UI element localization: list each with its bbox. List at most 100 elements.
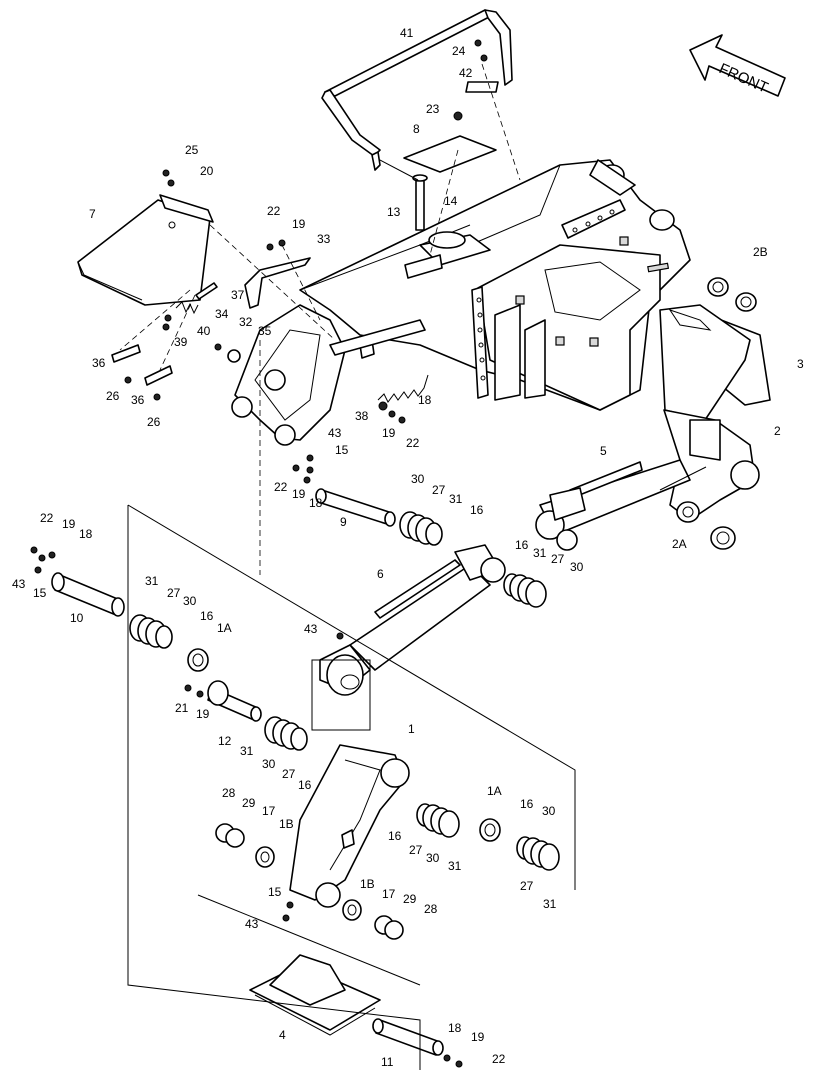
part-callout-4: 8 bbox=[413, 122, 420, 136]
part-callout-22: 36 bbox=[131, 393, 145, 407]
small-hardware bbox=[30, 39, 488, 1068]
part-callout-40: 9 bbox=[340, 515, 347, 529]
part-callout-13: 2B bbox=[753, 245, 768, 259]
spacer-stacks bbox=[129, 511, 560, 940]
part-callout-78: 27 bbox=[520, 879, 534, 893]
part-callout-29: 2 bbox=[774, 424, 781, 438]
part-callout-79: 1B bbox=[360, 877, 375, 891]
part-5-cylinder bbox=[535, 459, 707, 551]
part-callout-32: 5 bbox=[600, 444, 607, 458]
part-callout-36: 27 bbox=[432, 483, 446, 497]
part-callout-46: 31 bbox=[533, 546, 547, 560]
part-12-pin bbox=[207, 680, 262, 722]
part-callout-44: 2A bbox=[672, 537, 687, 551]
part-callout-52: 31 bbox=[145, 574, 159, 588]
part-callout-77: 31 bbox=[448, 859, 462, 873]
part-callout-21: 36 bbox=[92, 356, 106, 370]
part-callout-6: 20 bbox=[200, 164, 214, 178]
part-callout-45: 16 bbox=[515, 538, 529, 552]
part-callout-66: 16 bbox=[298, 778, 312, 792]
part-callout-23: 26 bbox=[106, 389, 120, 403]
part-callout-0: 41 bbox=[400, 26, 414, 40]
part-callout-43: 18 bbox=[79, 527, 93, 541]
part-callout-42: 19 bbox=[62, 517, 76, 531]
part-37-bolt bbox=[195, 282, 218, 300]
part-2a-2b-bushings bbox=[676, 277, 757, 550]
part-callout-1: 24 bbox=[452, 44, 466, 58]
part-callout-12: 33 bbox=[317, 232, 331, 246]
part-38-spring bbox=[377, 374, 429, 403]
part-callout-75: 27 bbox=[409, 843, 423, 857]
part-callout-68: 28 bbox=[222, 786, 236, 800]
part-callout-54: 30 bbox=[183, 594, 197, 608]
part-callout-2: 42 bbox=[459, 66, 473, 80]
part-callout-53: 27 bbox=[167, 586, 181, 600]
part-callout-82: 29 bbox=[403, 892, 417, 906]
part-callout-67: 1A bbox=[487, 784, 502, 798]
part-callout-37: 31 bbox=[449, 492, 463, 506]
part-callout-14: 37 bbox=[231, 288, 245, 302]
part-callout-76: 30 bbox=[426, 851, 440, 865]
part-callout-56: 10 bbox=[70, 611, 84, 625]
part-callout-87: 18 bbox=[448, 1021, 462, 1035]
part-callout-35: 30 bbox=[411, 472, 425, 486]
part-4-mount-bracket bbox=[249, 954, 381, 1036]
part-3-step-guard bbox=[659, 304, 771, 421]
part-callout-11: 19 bbox=[292, 217, 306, 231]
front-arrow: FRONT bbox=[689, 34, 786, 97]
part-callout-50: 43 bbox=[12, 577, 26, 591]
part-callout-89: 11 bbox=[381, 1055, 394, 1069]
part-callout-38: 18 bbox=[309, 496, 323, 510]
part-callout-34: 19 bbox=[292, 487, 306, 501]
part-callout-3: 23 bbox=[426, 102, 440, 116]
part-callout-25: 18 bbox=[418, 393, 432, 407]
part-7-guard bbox=[77, 194, 214, 306]
part-8-cover-plate bbox=[403, 135, 497, 173]
part-33-bracket bbox=[244, 257, 311, 309]
part-callout-69: 29 bbox=[242, 796, 256, 810]
part-callout-72: 30 bbox=[542, 804, 556, 818]
part-callout-80: 15 bbox=[268, 885, 282, 899]
part-callout-49: 6 bbox=[377, 567, 384, 581]
part-callout-59: 21 bbox=[175, 701, 189, 715]
part-callout-65: 27 bbox=[282, 767, 296, 781]
part-40-spring bbox=[175, 301, 199, 315]
part-10-pin bbox=[51, 572, 125, 617]
part-6-cylinder bbox=[319, 544, 506, 696]
part-callout-62: 1 bbox=[408, 722, 415, 736]
part-callout-64: 30 bbox=[262, 757, 276, 771]
part-callout-15: 34 bbox=[215, 307, 229, 321]
part-callout-7: 14 bbox=[444, 194, 458, 208]
part-callout-20: 3 bbox=[797, 357, 804, 371]
part-callout-55: 16 bbox=[200, 609, 214, 623]
part-callout-5: 25 bbox=[185, 143, 199, 157]
part-36-brackets bbox=[111, 344, 173, 386]
part-callout-39: 16 bbox=[470, 503, 484, 517]
part-callout-83: 31 bbox=[543, 897, 557, 911]
part-callout-70: 16 bbox=[520, 797, 534, 811]
main-frame bbox=[231, 159, 691, 446]
reference-lines bbox=[119, 63, 576, 1070]
part-callout-86: 4 bbox=[279, 1028, 286, 1042]
part-callout-71: 17 bbox=[262, 804, 276, 818]
part-callout-9: 22 bbox=[267, 204, 281, 218]
part-callout-30: 43 bbox=[328, 426, 342, 440]
part-callout-81: 17 bbox=[382, 887, 396, 901]
part-41-rops-bar bbox=[321, 9, 513, 171]
part-callout-58: 43 bbox=[304, 622, 318, 636]
part-callout-41: 22 bbox=[40, 511, 54, 525]
part-callout-26: 38 bbox=[355, 409, 369, 423]
part-callout-88: 19 bbox=[471, 1030, 485, 1044]
part-callout-31: 15 bbox=[335, 443, 349, 457]
part-callout-61: 12 bbox=[218, 734, 232, 748]
part-1-lower-link bbox=[289, 744, 410, 908]
part-callout-10: 13 bbox=[387, 205, 401, 219]
part-callout-73: 1B bbox=[279, 817, 294, 831]
part-callout-85: 43 bbox=[245, 917, 259, 931]
part-11-pin bbox=[372, 1018, 444, 1056]
part-callout-27: 19 bbox=[382, 426, 396, 440]
part-callout-57: 1A bbox=[217, 621, 232, 635]
part-callout-51: 15 bbox=[33, 586, 47, 600]
part-callout-18: 40 bbox=[197, 324, 211, 338]
